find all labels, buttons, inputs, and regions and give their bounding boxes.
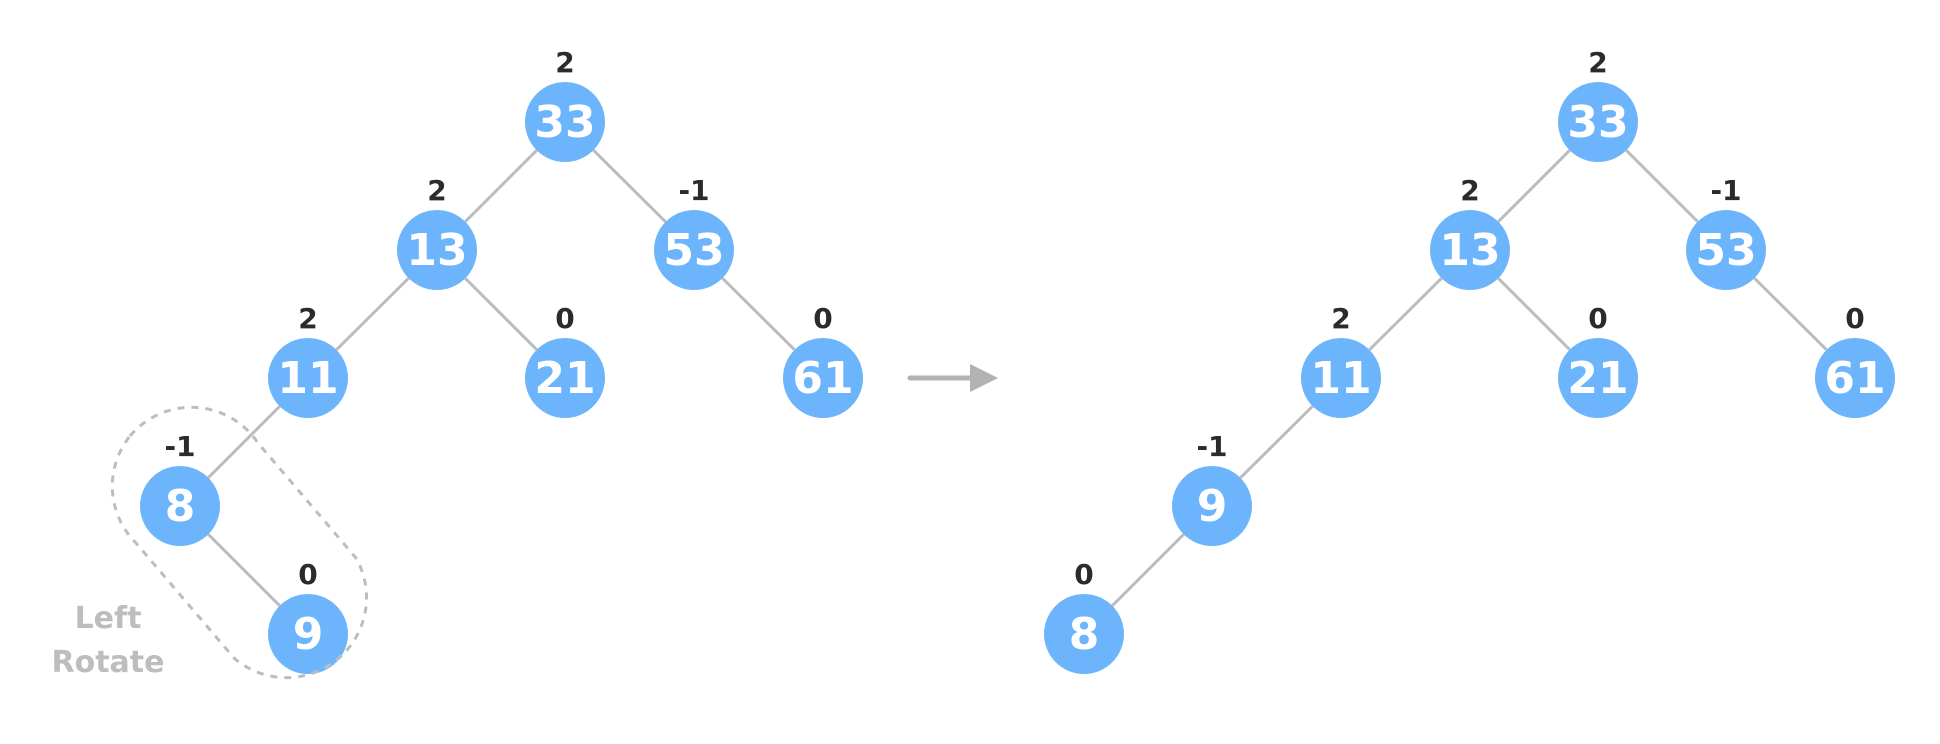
after-balance-factor: -1: [1196, 430, 1227, 463]
before-node-11: 11 2: [268, 302, 348, 418]
after-node-8: 80: [1044, 558, 1124, 674]
before-edge-53-61: [721, 277, 796, 351]
after-edge-11-9: [1239, 405, 1314, 479]
after-node-circle: [1686, 210, 1766, 290]
after-edge-33-13: [1497, 149, 1571, 223]
after-node-13: 13 2: [1430, 174, 1510, 290]
after-edge-13-21: [1497, 277, 1571, 351]
before-node-circle: [268, 594, 348, 674]
before-balance-factor: 2: [298, 302, 317, 335]
after-node-value: 21: [1567, 353, 1628, 404]
before-balance-factor: -1: [678, 174, 709, 207]
before-node-value: 33: [534, 97, 595, 148]
before-edge-33-53: [592, 149, 667, 223]
before-node-53: 53 -1: [654, 174, 734, 290]
before-edge-8-9: [207, 533, 281, 607]
before-node-8: 8 -1: [140, 430, 220, 546]
before-balance-factor: 0: [298, 558, 317, 591]
before-node-33: 33 2: [525, 46, 605, 162]
after-edge-9-8: [1111, 533, 1185, 607]
after-node-9: 9 -1: [1172, 430, 1252, 546]
after-balance-factor: 2: [1331, 302, 1350, 335]
before-edge-33-13: [464, 149, 538, 223]
after-node-circle: [1430, 210, 1510, 290]
after-node-circle: [1558, 338, 1638, 418]
after-balance-factor: 2: [1588, 46, 1607, 79]
after-balance-factor: 0: [1588, 302, 1607, 335]
after-node-11: 11 2: [1301, 302, 1381, 418]
before-node-9: 90: [268, 558, 348, 674]
before-node-61: 61 0: [783, 302, 863, 418]
caption-rotate: Rotate: [52, 645, 165, 680]
after-node-value: 8: [1069, 609, 1100, 660]
before-balance-factor: -1: [164, 430, 195, 463]
before-node-circle: [654, 210, 734, 290]
after-node-value: 11: [1310, 353, 1371, 404]
before-edge-11-8: [207, 405, 281, 479]
after-node-circle: [1301, 338, 1381, 418]
after-balance-factor: 0: [1074, 558, 1093, 591]
before-node-value: 13: [406, 225, 467, 276]
before-node-value: 53: [663, 225, 724, 276]
after-node-33: 33 2: [1558, 46, 1638, 162]
after-node-value: 9: [1197, 481, 1228, 532]
right-arrow-icon: [907, 364, 998, 392]
before-node-value: 21: [534, 353, 595, 404]
before-node-value: 9: [293, 609, 324, 660]
before-node-value: 8: [165, 481, 196, 532]
before-node-circle: [525, 82, 605, 162]
rotation-caption: Left Rotate: [52, 601, 165, 680]
before-node-circle: [397, 210, 477, 290]
after-balance-factor: 0: [1845, 302, 1864, 335]
after-node-circle: [1172, 466, 1252, 546]
before-node-circle: [783, 338, 863, 418]
after-node-value: 13: [1439, 225, 1500, 276]
after-node-value: 33: [1567, 97, 1628, 148]
after-node-value: 61: [1824, 353, 1885, 404]
before-node-value: 61: [792, 353, 853, 404]
after-balance-factor: -1: [1710, 174, 1741, 207]
before-node-circle: [525, 338, 605, 418]
before-balance-factor: 0: [813, 302, 832, 335]
before-node-21: 21 0: [525, 302, 605, 418]
after-node-circle: [1815, 338, 1895, 418]
before-balance-factor: 2: [427, 174, 446, 207]
after-node-21: 21 0: [1558, 302, 1638, 418]
after-node-53: 53 -1: [1686, 174, 1766, 290]
after-node-circle: [1558, 82, 1638, 162]
after-edge-33-53: [1625, 149, 1699, 223]
before-edge-13-11: [335, 277, 410, 351]
before-node-circle: [140, 466, 220, 546]
after-edge-13-11: [1368, 277, 1443, 351]
before-balance-factor: 2: [555, 46, 574, 79]
before-node-value: 11: [277, 353, 338, 404]
before-balance-factor: 0: [555, 302, 574, 335]
before-edge-13-21: [464, 277, 538, 351]
after-node-value: 53: [1695, 225, 1756, 276]
after-balance-factor: 2: [1460, 174, 1479, 207]
caption-left: Left: [75, 601, 142, 636]
after-edge-53-61: [1753, 277, 1828, 351]
before-node-circle: [268, 338, 348, 418]
after-node-61: 61 0: [1815, 302, 1895, 418]
rotation-highlight: [110, 405, 368, 680]
before-node-13: 13 2: [397, 174, 477, 290]
after-node-circle: [1044, 594, 1124, 674]
